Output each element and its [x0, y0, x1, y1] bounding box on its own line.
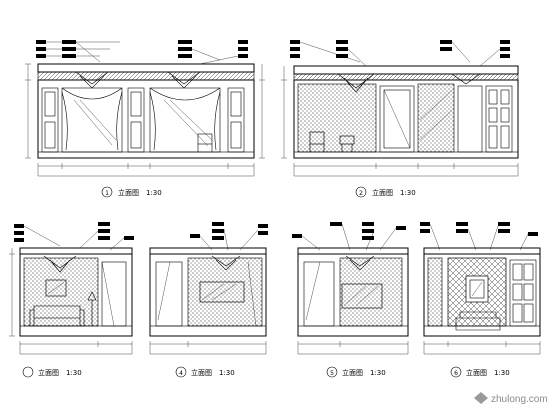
elevation-5-scale: 1:30 [370, 369, 386, 377]
elevation-4-number: 4 [179, 370, 183, 377]
elevation-4-title: 立面图 [191, 368, 212, 377]
watermark-text: zhulong.com [491, 394, 548, 405]
elevation-1: 1 立面图 1:30 [25, 40, 265, 198]
elevation-1-title: 立面图 [118, 188, 139, 197]
leader-labels [190, 222, 268, 251]
elevation-2-scale: 1:30 [400, 189, 416, 197]
watermark: zhulong.com [474, 392, 548, 405]
leader-labels [14, 222, 134, 251]
leader-labels [420, 222, 538, 251]
elevation-2-number: 2 [359, 190, 363, 197]
elevation-5: 5 立面图 1:30 [292, 222, 409, 378]
elevation-2-title: 立面图 [372, 188, 393, 197]
elevation-3-scale: 1:30 [66, 369, 82, 377]
elevation-6-title: 立面图 [466, 368, 487, 377]
elevation-4-scale: 1:30 [219, 369, 235, 377]
elevation-3: 立面图 1:30 [9, 222, 134, 378]
leader-labels [290, 40, 510, 67]
elevation-6: 6 立面图 1:30 [420, 222, 541, 378]
elevation-5-title: 立面图 [342, 368, 363, 377]
elevation-2: 2 立面图 1:30 [281, 40, 519, 198]
elevation-3-title: 立面图 [38, 368, 59, 377]
watermark-logo-icon [474, 392, 488, 404]
leader-labels [36, 40, 248, 65]
elevation-1-scale: 1:30 [146, 189, 162, 197]
elevation-6-scale: 1:30 [494, 369, 510, 377]
elevation-6-number: 6 [454, 370, 458, 377]
elevation-4: 4 立面图 1:30 [149, 222, 268, 378]
leader-labels [292, 222, 406, 251]
elevation-5-number: 5 [330, 370, 334, 377]
elevation-1-number: 1 [105, 190, 109, 197]
